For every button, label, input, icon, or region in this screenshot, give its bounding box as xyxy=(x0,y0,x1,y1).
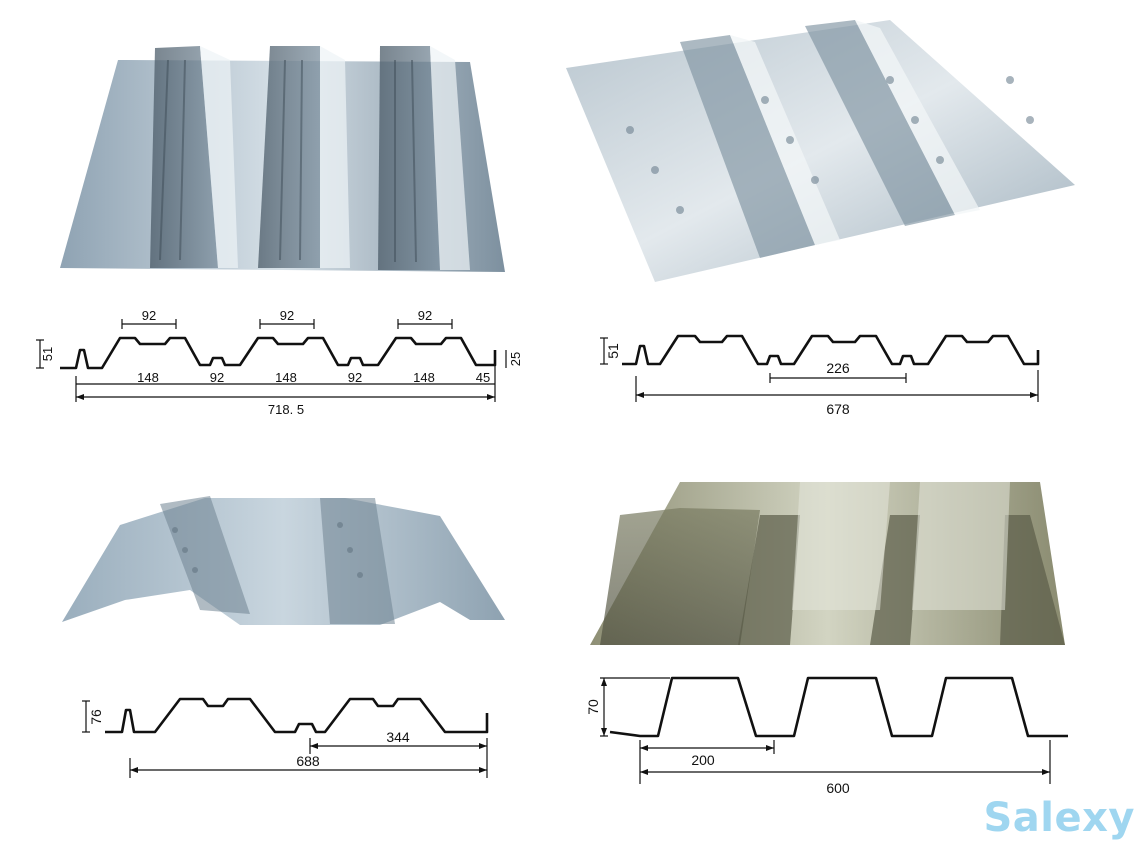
dim-bottom-1a: 148 xyxy=(137,370,159,385)
deck-panel-3: 76 344 688 xyxy=(0,420,560,847)
dim-height-2: 51 xyxy=(605,343,621,359)
profile-drawing-3: 76 344 688 xyxy=(82,697,489,778)
deck-sheet-photo-2 xyxy=(566,20,1075,282)
profile-drawing-1: 51 92 92 92 148 92 148 92 148 45 25 718.… xyxy=(36,308,523,417)
profile-line-3 xyxy=(105,697,489,734)
dim-total-3: 688 xyxy=(296,753,320,769)
dim-height-4: 70 xyxy=(585,699,601,715)
dim-height-1: 51 xyxy=(40,347,55,361)
profile-drawing-2: 51 226 678 xyxy=(600,334,1040,417)
profile-line-4 xyxy=(609,676,1068,738)
dim-top-width-1c: 92 xyxy=(418,308,432,323)
dim-bottom-1d: 92 xyxy=(348,370,362,385)
dim-top-width-1a: 92 xyxy=(142,308,156,323)
deck-sheet-photo-4 xyxy=(590,482,1065,645)
dim-bottom-1c: 148 xyxy=(275,370,297,385)
profile-line-1 xyxy=(60,336,497,370)
profile-drawing-4: 70 200 600 xyxy=(585,676,1068,796)
dim-edge-1: 25 xyxy=(508,352,523,366)
dim-total-1: 718. 5 xyxy=(268,402,304,417)
dim-height-3: 76 xyxy=(88,709,104,725)
salexy-watermark: Salexy xyxy=(983,795,1135,841)
dim-bottom-1f: 45 xyxy=(476,370,490,385)
dim-pitch-2: 226 xyxy=(826,360,850,376)
dim-bottom-1e: 148 xyxy=(413,370,435,385)
dim-top-width-1b: 92 xyxy=(280,308,294,323)
dim-total-2: 678 xyxy=(826,401,850,417)
dim-pitch-3: 344 xyxy=(386,729,410,745)
deck-panel-2: 51 226 678 xyxy=(560,0,1143,420)
profile-line-2 xyxy=(622,334,1040,366)
deck-panel-1: 51 92 92 92 148 92 148 92 148 45 25 718.… xyxy=(0,0,560,420)
dim-pitch-4: 200 xyxy=(691,752,715,768)
deck-panel-4: 70 200 600 xyxy=(560,420,1143,847)
dim-total-4: 600 xyxy=(826,780,850,796)
dim-bottom-1b: 92 xyxy=(210,370,224,385)
deck-sheet-photo-1 xyxy=(60,46,505,272)
deck-sheet-photo-3 xyxy=(62,496,505,625)
